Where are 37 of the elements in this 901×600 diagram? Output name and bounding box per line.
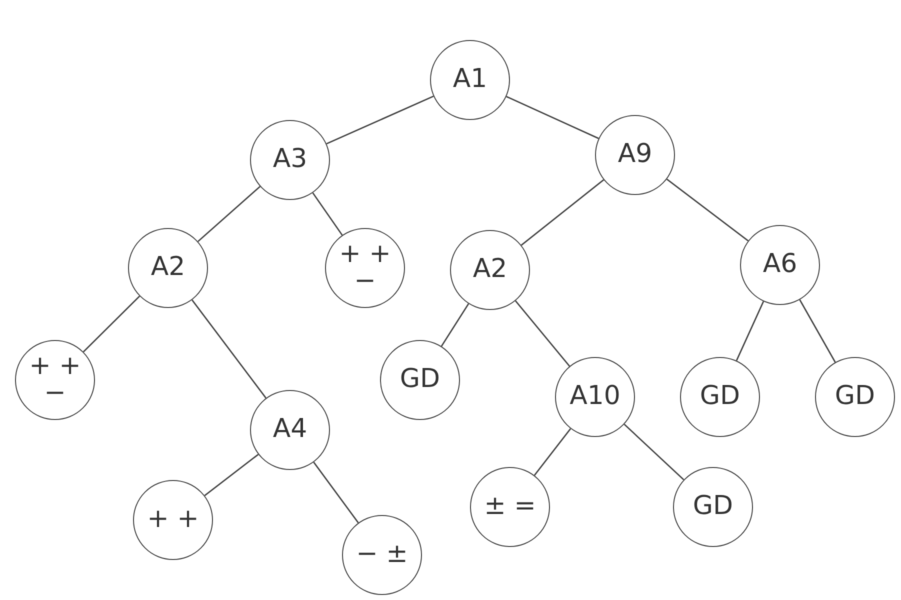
node-label: A9 xyxy=(618,141,652,169)
node-label: A3 xyxy=(272,146,308,174)
node-label: A2 xyxy=(472,256,508,284)
node-label: + + xyxy=(339,240,391,268)
connector-line xyxy=(326,96,434,144)
node-label: − xyxy=(44,380,66,408)
connector-line xyxy=(514,300,570,367)
tree-node-circle xyxy=(250,390,330,470)
connector-line xyxy=(799,299,836,363)
node-label: ± = xyxy=(484,493,536,521)
node-label: − ± xyxy=(356,541,408,569)
connector-line xyxy=(624,424,684,480)
node-label: GD xyxy=(834,383,876,411)
node-label: − xyxy=(354,268,376,296)
connector-line xyxy=(506,96,599,140)
connector-line xyxy=(312,192,343,236)
node-label: + + xyxy=(29,352,81,380)
connector-line xyxy=(736,301,764,361)
node-label: + + xyxy=(147,506,199,534)
node-label: A1 xyxy=(452,66,488,94)
node-label: A2 xyxy=(150,254,186,282)
node-label: A6 xyxy=(762,251,798,279)
tree-node-circle xyxy=(555,357,635,437)
connector-line xyxy=(192,300,266,398)
connector-line xyxy=(313,462,359,524)
connector-line xyxy=(440,303,470,347)
node-label: A10 xyxy=(570,383,620,411)
node-label: A4 xyxy=(272,416,308,444)
node-label: GD xyxy=(700,383,740,411)
node-label: GD xyxy=(400,366,440,394)
connector-line xyxy=(204,454,259,496)
connector-line xyxy=(82,296,140,352)
connector-line xyxy=(520,179,604,246)
connector-line xyxy=(666,178,749,242)
node-label: GD xyxy=(692,493,734,521)
connector-line xyxy=(197,186,261,242)
connector-line xyxy=(534,428,572,476)
